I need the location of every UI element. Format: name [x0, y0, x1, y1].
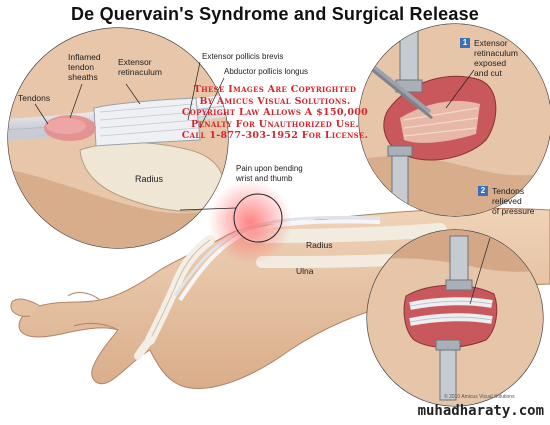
- watermark-line: These Images Are Copyrighted: [193, 84, 357, 95]
- label-apl: Abductor pollicis longus: [224, 67, 309, 76]
- label-radius-inset: Radius: [135, 174, 164, 184]
- watermark-line: Call 1-877-303-1952 For License.: [181, 130, 369, 141]
- label-pain: Pain upon bending wrist and thumb: [236, 164, 303, 183]
- left-inset: [7, 27, 237, 249]
- diagram-title: De Quervain's Syndrome and Surgical Rele…: [70, 4, 480, 24]
- site-watermark: muhadharaty.com: [417, 403, 544, 419]
- step-1: 1 Extensor retinaculum exposed and cut: [460, 38, 518, 78]
- label-extensor-retinaculum: Extensor retinaculum: [118, 57, 162, 77]
- step-2-text: Tendons relieved of pressure: [492, 186, 535, 216]
- label-ulna: Ulna: [296, 266, 314, 276]
- step-1-badge: 1: [460, 38, 470, 48]
- watermark-line: Penalty For Unauthorized Use.: [191, 118, 359, 130]
- label-radius: Radius: [306, 240, 333, 250]
- step-2: 2 Tendons relieved of pressure: [478, 186, 535, 216]
- label-epb: Extensor pollicis brevis: [202, 52, 284, 61]
- step-1-text: Extensor retinaculum exposed and cut: [474, 38, 518, 78]
- label-inflamed-sheaths: Inflamed tendon sheaths: [68, 52, 101, 82]
- copyright-watermark: These Images Are Copyrighted By Amicus V…: [150, 84, 400, 142]
- label-tendons: Tendons: [18, 93, 51, 103]
- right-inset-2: [366, 229, 544, 407]
- right-inset-1: [358, 23, 550, 217]
- watermark-line: By Amicus Visual Solutions.: [199, 95, 351, 107]
- epb-leader: [187, 61, 201, 121]
- watermark-line: Copyright Law Allows A $150,000: [181, 107, 369, 118]
- step-2-badge: 2: [478, 186, 488, 196]
- apl-leader: [199, 77, 225, 129]
- copyright-note: © 2010 Amicus Visual Solutions: [444, 394, 515, 400]
